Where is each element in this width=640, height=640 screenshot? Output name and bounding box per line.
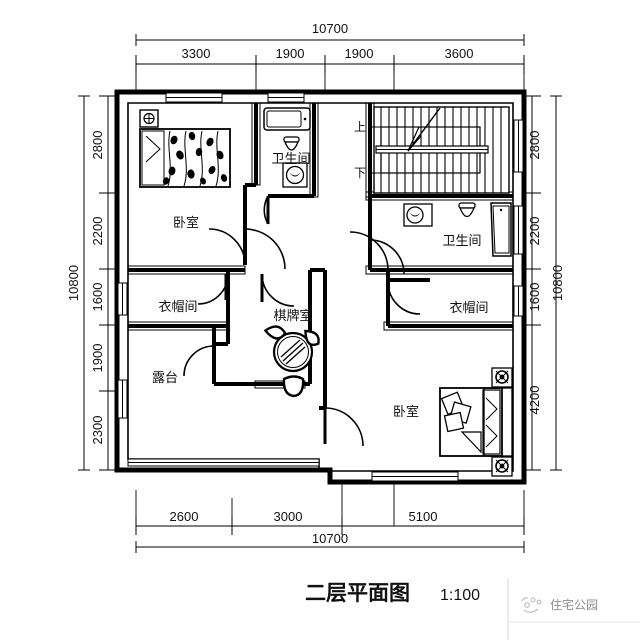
- stair-down-label: 下: [354, 166, 366, 180]
- mahjong-furniture: [263, 325, 320, 398]
- sink-icon: [282, 162, 308, 188]
- room-label-bathroom-right: 卫生间: [442, 234, 481, 249]
- dim-right-seg-3: 1600: [527, 283, 542, 312]
- lamp-icon-bottom: [491, 456, 513, 477]
- bed-icon-upper: [139, 109, 231, 188]
- dim-right-total: 10800: [550, 265, 565, 301]
- dimension-chain-bottom: [135, 470, 525, 553]
- dim-bottom-seg-3: 5100: [409, 509, 438, 524]
- room-label-mahjong-room: 棋牌室: [273, 308, 312, 324]
- door-swing-hall-right: [349, 231, 389, 271]
- dim-left-seg-2: 2200: [90, 217, 105, 246]
- sink-icon-right: [403, 203, 433, 227]
- chair-icon-3: [282, 375, 305, 398]
- dim-right-seg-1: 2800: [527, 131, 542, 160]
- dim-left-total: 10800: [66, 265, 81, 301]
- dim-top-total: 10700: [312, 21, 348, 36]
- door-swing-terrace: [183, 345, 215, 377]
- watermark-block: [507, 578, 640, 640]
- dim-top-seg-3: 1900: [345, 46, 374, 61]
- dim-bottom-total: 10700: [312, 531, 348, 546]
- room-label-cloakroom-left: 衣帽间: [158, 299, 197, 315]
- watermark-label: 住宅公园: [550, 597, 598, 612]
- dim-bottom-seg-2: 3000: [274, 509, 303, 524]
- room-label-cloakroom-right: 衣帽间: [449, 300, 488, 316]
- toilet-icon-right: [458, 202, 476, 218]
- dim-right-seg-4: 4200: [527, 386, 542, 415]
- bathroom-right-fixtures: [403, 202, 512, 257]
- toilet-icon: [283, 136, 300, 151]
- room-label-bedroom-upper-left: 卧室: [173, 215, 199, 231]
- chair-icon-1: [263, 325, 287, 340]
- dim-left-seg-4: 1900: [90, 344, 105, 373]
- dim-left-seg-1: 2800: [90, 131, 105, 160]
- door-swing-bedroom-lower: [324, 407, 364, 447]
- door-swing-bathroom-right: [369, 239, 405, 275]
- stair-up-label: 上: [354, 120, 366, 134]
- room-label-bedroom-lower-right: 卧室: [393, 404, 419, 420]
- room-label-bathroom-upper: 卫生间: [271, 152, 310, 167]
- dim-left-seg-3: 1600: [90, 283, 105, 312]
- doors: [183, 195, 421, 447]
- dim-left-seg-5: 2300: [90, 416, 105, 445]
- dimension-chain-top: [135, 34, 525, 92]
- door-swing-cloakroom-left: [197, 273, 229, 305]
- drawing-title: 二层平面图: [305, 581, 410, 605]
- room-label-terrace: 露台: [152, 371, 178, 386]
- staircase: [371, 106, 510, 194]
- dim-top-seg-2: 1900: [276, 46, 305, 61]
- dim-bottom-seg-1: 2600: [170, 509, 199, 524]
- lamp-icon-top: [491, 367, 513, 388]
- door-swing-hall-left: [244, 228, 286, 270]
- bathroom-upper-fixtures: [263, 107, 311, 188]
- windows: [117, 92, 524, 482]
- dimension-chain-right: [512, 95, 562, 471]
- interior-wall-outlines: [127, 102, 514, 331]
- dim-top-seg-1: 3300: [182, 46, 211, 61]
- bed-icon-lower: [439, 367, 513, 477]
- drawing-scale: 1:100: [440, 587, 480, 604]
- chair-icon-2: [304, 329, 320, 346]
- dim-top-seg-4: 3600: [445, 46, 474, 61]
- paw-logo-icon: [521, 597, 542, 613]
- bathtub-icon-right: [490, 202, 512, 257]
- dim-right-seg-2: 2200: [527, 217, 542, 246]
- round-table-icon: [272, 331, 314, 373]
